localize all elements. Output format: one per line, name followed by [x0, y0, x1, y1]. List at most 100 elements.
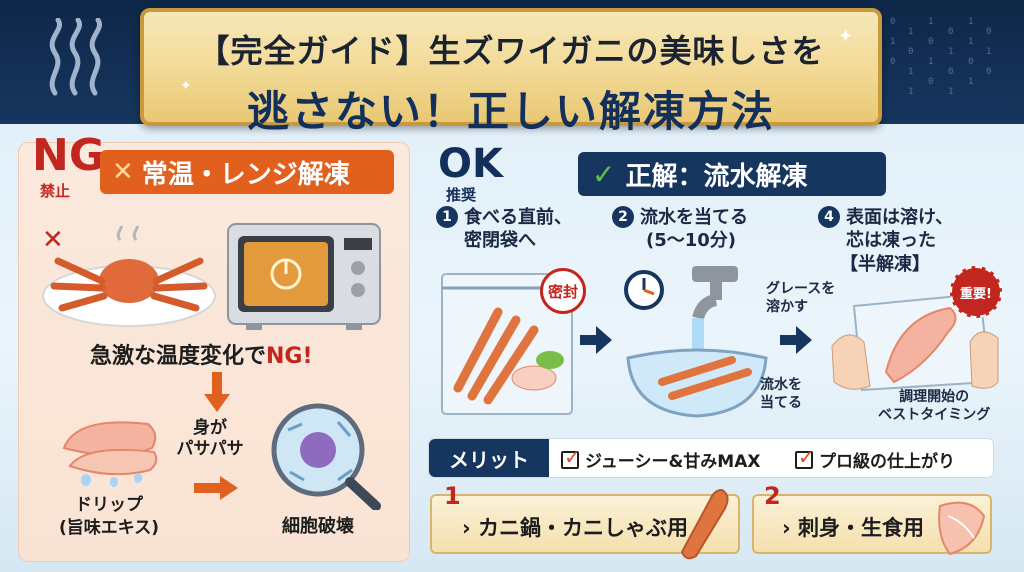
checkbox-icon	[795, 445, 815, 469]
microwave-icon	[227, 223, 381, 330]
step-2: 2 流水を当てる (5〜10分)	[612, 206, 748, 253]
drip-label-line-1: ドリップ	[75, 495, 143, 515]
ok-header-label: 正解：流水解凍	[625, 161, 808, 192]
half-thawed-bag-icon	[831, 292, 999, 392]
cell-label: 細胞破壊	[282, 516, 354, 537]
merit-item: ジューシー&甘みMAX	[561, 445, 761, 472]
binary-decoration-icon: 0 1 0 1 0 1 1 1 0 1 0 0 1 0 1 1 1 0 1 0 1 0	[890, 17, 991, 97]
arrow-right-icon	[194, 476, 238, 500]
ng-warning: 急激な温度変化でNG!	[90, 338, 313, 370]
step-number: 4	[818, 206, 840, 228]
cross-icon: ✕	[112, 157, 134, 187]
checkbox-icon	[561, 445, 581, 469]
svg-text:0: 0	[948, 27, 953, 37]
use-label: › 刺身・生食用	[782, 516, 924, 540]
crab-plate-icon: ✕	[42, 226, 216, 327]
drip-label-line-2: (旨味エキス)	[58, 517, 160, 538]
faucet-bowl-icon	[624, 266, 768, 418]
svg-text:1: 1	[928, 17, 933, 27]
ok-badge: OK	[438, 141, 503, 187]
important-stamp: 重要!	[950, 266, 1002, 318]
pasa-label-line-1: 身が	[193, 418, 227, 438]
use-label-text: カニ鍋・カニしゃぶ用	[477, 516, 688, 540]
step-line: 表面は溶け、	[846, 207, 954, 228]
step-number: 2	[612, 206, 634, 228]
svg-text:0: 0	[948, 67, 953, 77]
svg-text:0: 0	[890, 17, 895, 27]
svg-text:1: 1	[908, 87, 913, 97]
drip-label: ドリップ (旨味エキス)	[44, 494, 174, 540]
svg-text:1: 1	[928, 57, 933, 67]
sparkle-icon: ✦	[180, 78, 192, 94]
water-note-line-2: 当てる	[760, 395, 802, 412]
svg-text:0: 0	[968, 57, 973, 67]
step-line: 【半解凍】	[840, 253, 930, 275]
sparkle-icon: ✦	[838, 26, 854, 47]
step-number: 1	[436, 206, 458, 228]
svg-text:1: 1	[968, 37, 973, 47]
glaze-note: グレースを 溶かす	[766, 280, 835, 316]
seal-stamp: 密封	[540, 268, 586, 314]
title-line-2: 逃さない！正しい解凍方法	[246, 87, 775, 136]
merit-bar: メリット ジューシー&甘みMAX プロ級の仕上がり	[428, 438, 994, 478]
step-line: 芯は凍った	[846, 230, 936, 252]
merit-item: プロ級の仕上がり	[795, 445, 955, 472]
sashimi-icon	[938, 501, 986, 556]
use-number: 1	[444, 482, 461, 510]
ng-badge: NG	[32, 130, 105, 181]
magnifier-icon	[271, 403, 381, 510]
use-card-1	[430, 494, 740, 554]
arrow-down-icon	[204, 372, 230, 412]
ok-badge-sub: 推奨	[446, 186, 477, 204]
svg-text:1: 1	[908, 67, 913, 77]
svg-text:1: 1	[968, 17, 973, 27]
svg-text:1: 1	[968, 77, 973, 87]
ng-badge-sub: 禁止	[40, 182, 71, 200]
svg-text:1: 1	[890, 37, 895, 47]
step-line: (5〜10分)	[646, 230, 737, 252]
svg-text:1: 1	[986, 47, 991, 57]
use-label: › カニ鍋・カニしゃぶ用	[462, 516, 688, 540]
use-number: 2	[764, 482, 781, 510]
step-line: 食べる直前、	[464, 207, 572, 228]
ok-header: ✓ 正解：流水解凍	[578, 152, 886, 196]
glaze-note-line-2: 溶かす	[766, 299, 808, 316]
svg-text:1: 1	[948, 47, 953, 57]
water-note-line-1: 流水を	[760, 377, 802, 393]
svg-text:0: 0	[986, 67, 991, 77]
ng-header-label: 常温・レンジ解凍	[141, 159, 350, 190]
svg-text:0: 0	[908, 47, 913, 57]
arrow-right-icon	[780, 326, 812, 354]
title-plate: 【完全ガイド】生ズワイガニの美味しさを 逃さない！正しい解凍方法	[140, 8, 882, 136]
timing-note-line-2: ベストタイミング	[878, 407, 991, 424]
svg-text:0: 0	[986, 27, 991, 37]
water-note: 流水を 当てる	[760, 376, 802, 412]
check-icon: ✓	[592, 157, 616, 191]
pasa-label-line-2: パサパサ	[176, 439, 244, 460]
steam-icon	[49, 18, 102, 96]
arrow-right-icon	[580, 326, 612, 354]
step-4: 4 表面は溶け、 芯は凍った 【半解凍】	[818, 206, 953, 276]
svg-text:1: 1	[948, 87, 953, 97]
merit-item-label: ジューシー&甘みMAX	[585, 452, 761, 472]
svg-text:1: 1	[908, 27, 913, 37]
title-line-1: 【完全ガイド】生ズワイガニの美味しさを	[197, 32, 825, 70]
svg-text:0: 0	[928, 37, 933, 47]
timing-note: 調理開始の ベストタイミング	[878, 388, 990, 424]
step-line: 流水を当てる	[640, 207, 748, 228]
ng-warning-text: 急激な温度変化で	[90, 344, 267, 369]
svg-text:✕: ✕	[42, 226, 64, 255]
crab-leg-icon	[680, 488, 729, 560]
use-label-text: 刺身・生食用	[797, 516, 924, 540]
ng-warning-emphasis: NG!	[266, 344, 313, 369]
merit-item-label: プロ級の仕上がり	[819, 452, 955, 472]
crab-meat-drip-icon	[62, 421, 158, 487]
step-1: 1 食べる直前、 密閉袋へ	[436, 206, 572, 253]
merit-label: メリット	[429, 439, 549, 477]
svg-text:0: 0	[890, 57, 895, 67]
glaze-note-line-1: グレースを	[766, 281, 836, 297]
svg-text:0: 0	[928, 77, 933, 87]
sealed-bag-icon	[441, 273, 573, 415]
step-line: 密閉袋へ	[464, 230, 536, 252]
pasa-label: 身が パサパサ	[170, 418, 250, 461]
